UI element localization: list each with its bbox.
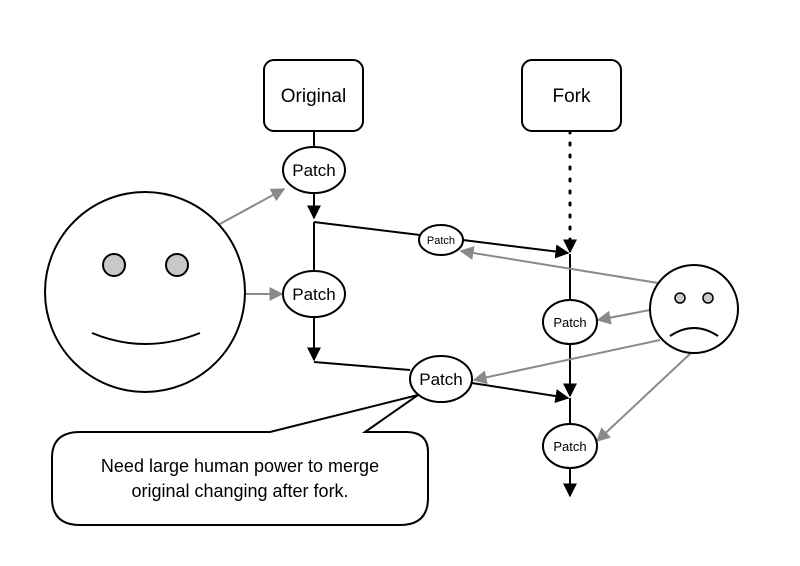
patch-label: Patch xyxy=(292,161,335,180)
patch-original-1: Patch xyxy=(282,146,346,194)
gray-arrow-sad-4 xyxy=(595,351,693,442)
happy-face-right-eye xyxy=(165,253,189,277)
original-label: Original xyxy=(281,86,346,107)
fork-label: Fork xyxy=(553,86,592,107)
sad-face-frown xyxy=(669,327,719,337)
patch-merge-1: Patch xyxy=(418,224,464,256)
patch-fork-2: Patch xyxy=(542,423,598,469)
sad-face-icon xyxy=(649,264,739,354)
patch-label: Patch xyxy=(419,370,462,389)
patch-label: Patch xyxy=(427,235,455,247)
branch-line-1a xyxy=(313,221,421,236)
patch-original-2: Patch xyxy=(282,270,346,318)
branch-line-1b xyxy=(462,239,570,259)
callout-line-1: Need large human power to merge xyxy=(101,456,379,476)
patch-merge-2: Patch xyxy=(409,355,473,403)
gray-arrow-sad-2 xyxy=(596,309,651,325)
fork-box: Fork xyxy=(521,59,622,132)
sad-face-right-eye xyxy=(702,292,714,304)
speech-callout: Need large human power to merge original… xyxy=(51,394,429,526)
callout-line-2: original changing after fork. xyxy=(131,481,348,501)
patch-label: Patch xyxy=(553,439,586,454)
happy-face-icon xyxy=(44,191,246,393)
original-box: Original xyxy=(263,59,364,132)
gray-arrow-sad-1 xyxy=(459,246,659,284)
patch-label: Patch xyxy=(292,285,335,304)
sad-face-left-eye xyxy=(674,292,686,304)
gray-arrow-happy-1 xyxy=(217,188,286,226)
gray-arrow-sad-3 xyxy=(472,339,661,385)
happy-face-smile xyxy=(91,332,201,345)
branch-line-2b xyxy=(471,382,570,403)
happy-face-left-eye xyxy=(102,253,126,277)
branch-line-2a xyxy=(313,361,411,371)
patch-label: Patch xyxy=(553,315,586,330)
patch-fork-1: Patch xyxy=(542,299,598,345)
